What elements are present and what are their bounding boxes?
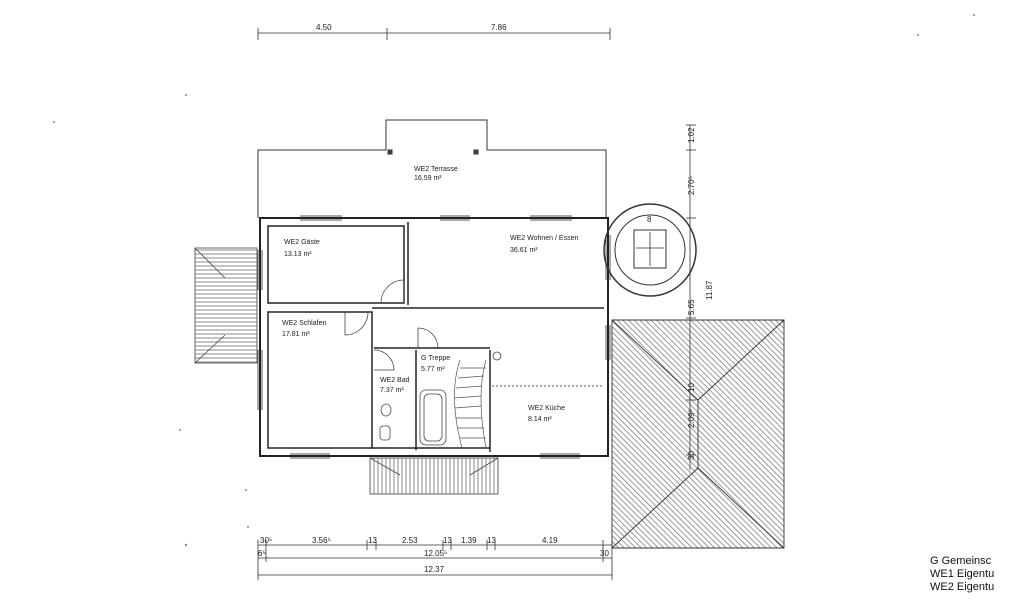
room-label-bad: WE2 Bad — [380, 377, 410, 384]
top-dimension-line — [257, 28, 611, 40]
dim-bottom-7: 13 — [487, 536, 496, 545]
dim-bottom-6: 1.39 — [461, 536, 477, 545]
staircase — [454, 359, 487, 449]
svg-text:8: 8 — [647, 215, 652, 224]
dim-bottom-5: 13 — [443, 536, 452, 545]
scan-specks — [53, 14, 975, 547]
legend-item-we2: WE2 Eigentu — [930, 581, 995, 593]
dim-bottom-2: 3.56⁵ — [312, 536, 331, 545]
dim-bottom-3: 13 — [368, 536, 377, 545]
dim-top-1: 4.50 — [316, 23, 332, 32]
dim-bottom-4: 2.53 — [402, 536, 418, 545]
room-label-treppe: G Treppe — [421, 355, 450, 362]
dim-top-2: 7.86 — [491, 23, 507, 32]
dim-right-1: 1.02 — [687, 127, 696, 143]
right-dimension-line — [686, 124, 696, 470]
dim-bottom-10: 6⁵ — [258, 549, 266, 558]
room-area-wohnen: 36.61 m² — [510, 247, 538, 254]
room-label-gaeste: WE2 Gäste — [284, 239, 320, 246]
bathroom-fixtures — [379, 351, 502, 446]
dim-bottom-12: 12.37 — [424, 565, 445, 574]
room-label-terrasse: WE2 Terrasse — [414, 166, 458, 173]
room-area-gaeste: 13.13 m² — [284, 251, 312, 258]
room-area-kueche: 8.14 m² — [528, 416, 552, 423]
dim-bottom-9: 30 — [600, 549, 609, 558]
dim-right-3: 5.65 — [687, 299, 696, 315]
terrace-outline — [257, 119, 607, 218]
room-label-kueche: WE2 Küche — [528, 405, 565, 412]
dim-bottom-8: 4.19 — [542, 536, 558, 545]
right-roof-hatch — [611, 319, 785, 549]
outer-walls — [259, 217, 609, 457]
interior-walls — [267, 222, 604, 452]
room-area-treppe: 5.77 m² — [421, 366, 445, 373]
dim-right-6: 2.09⁵ — [687, 409, 696, 428]
left-roof-hatch — [194, 247, 258, 364]
legend-item-we1: WE1 Eigentu — [930, 568, 995, 580]
dim-right-5: 10 — [687, 383, 696, 392]
room-area-bad: 7.37 m² — [380, 387, 404, 394]
bottom-roof-hatch — [369, 457, 499, 495]
room-label-schlafen: WE2 Schlafen — [282, 320, 326, 327]
dim-right-2: 2.70⁵ — [687, 176, 696, 195]
dim-bottom-1: 30⁵ — [260, 536, 272, 545]
bottom-dimension-lines — [257, 540, 613, 580]
dim-bottom-11: 12.05⁵ — [424, 549, 447, 558]
door-swings — [344, 279, 439, 371]
room-label-wohnen: WE2 Wohnen / Essen — [510, 235, 578, 242]
dim-right-4: 11.87 — [705, 280, 714, 300]
room-area-terrasse: 16.59 m² — [414, 175, 442, 182]
official-seal-stamp: 8 — [603, 203, 697, 297]
legend-item-g: G Gemeinsc — [930, 555, 992, 567]
legend: G Gemeinsc WE1 Eigentu WE2 Eigentu — [930, 555, 994, 594]
dim-right-7: 30 — [687, 451, 696, 460]
windows — [257, 215, 611, 459]
room-area-schlafen: 17.81 m² — [282, 331, 310, 338]
